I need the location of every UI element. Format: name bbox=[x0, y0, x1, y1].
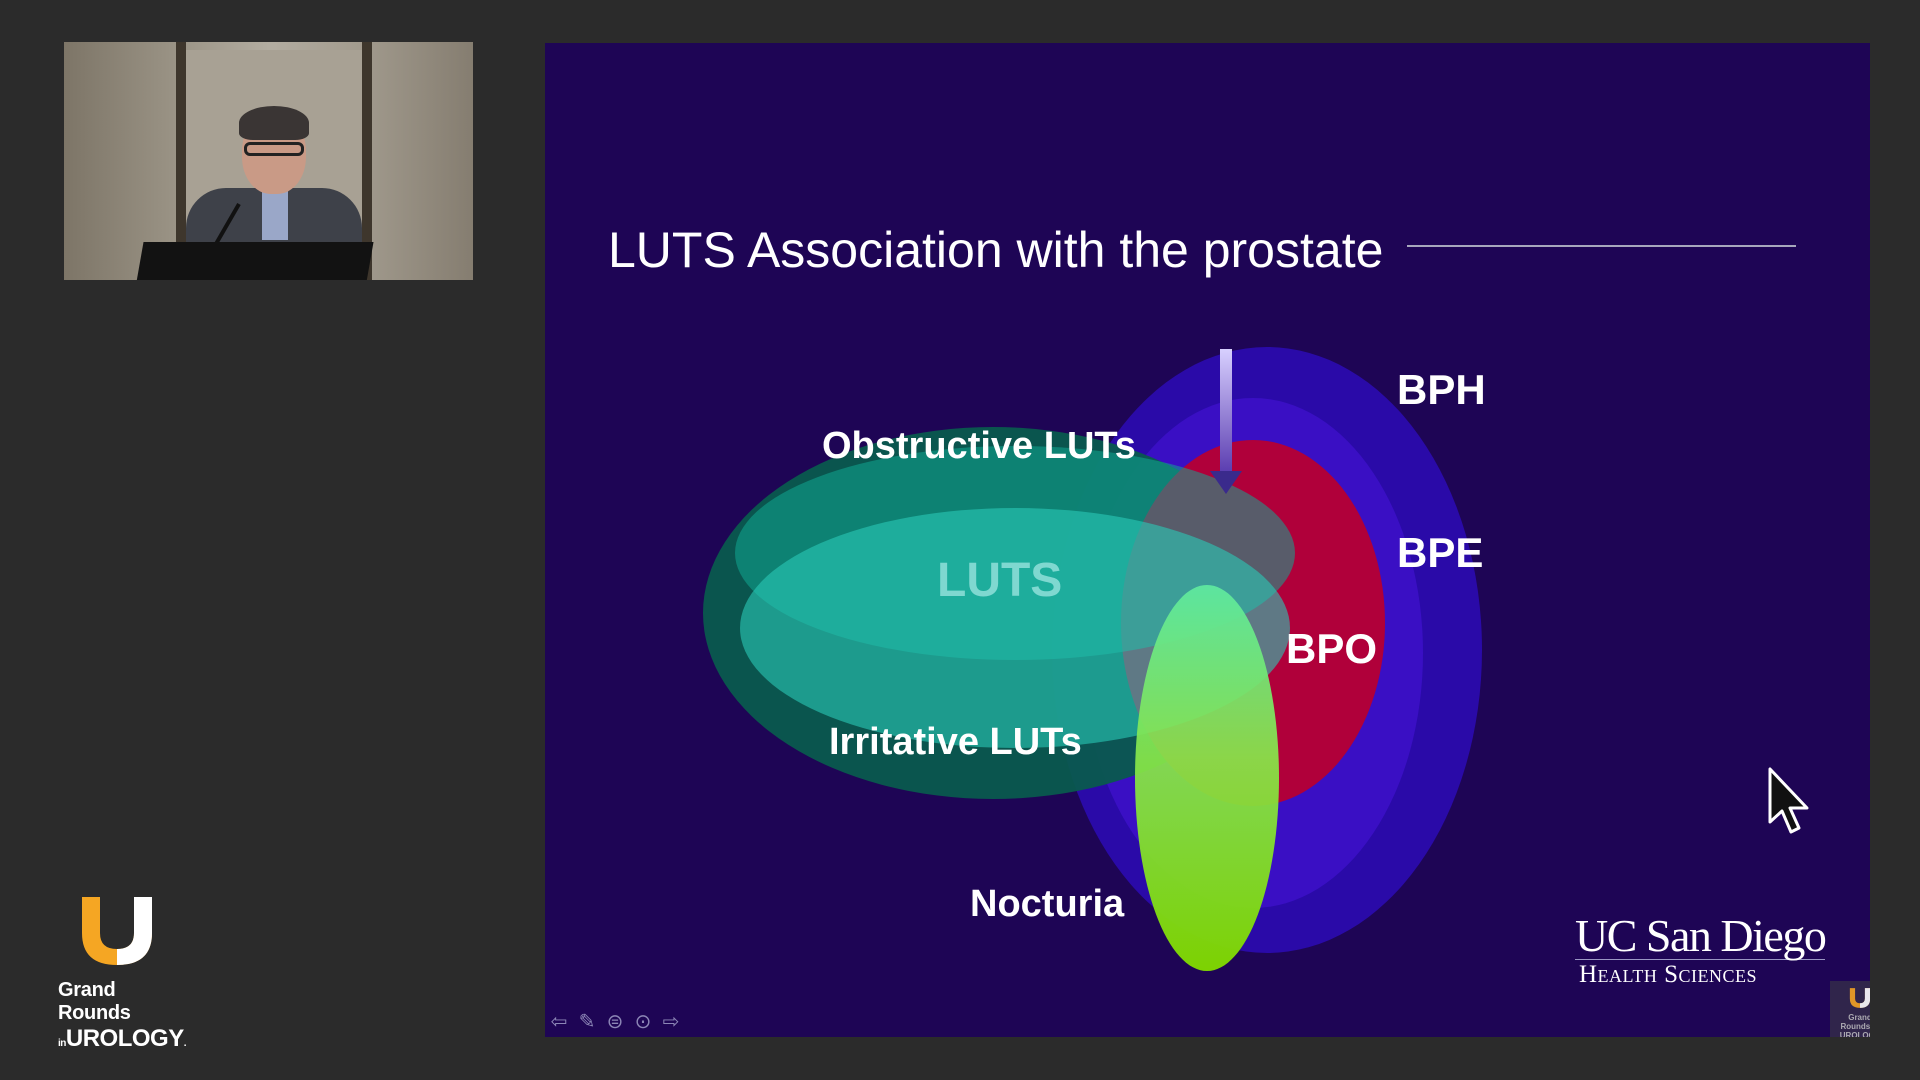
venn-diagram bbox=[703, 347, 1482, 971]
speaker-hair bbox=[239, 106, 309, 140]
brand-line1: Grand Rounds bbox=[58, 979, 131, 1024]
slide-nav-toolbar: ⇦ ✎ ⊜ ⊙ ⇨ bbox=[547, 1011, 683, 1033]
pen-icon[interactable]: ✎ bbox=[578, 1011, 596, 1033]
ucsd-division: Health Sciences bbox=[1575, 959, 1826, 990]
label-obstructive-luts: Obstructive LUTs bbox=[822, 425, 1136, 467]
label-nocturia: Nocturia bbox=[970, 883, 1125, 925]
label-irritative-luts: Irritative LUTs bbox=[829, 721, 1082, 763]
corner-logo: Grand Rounds in UROLOGY bbox=[1830, 981, 1870, 1037]
arrow-shaft bbox=[1220, 349, 1232, 473]
title-underline bbox=[1407, 245, 1796, 247]
label-bpe: BPE bbox=[1397, 529, 1484, 576]
next-arrow-icon[interactable]: ⇨ bbox=[662, 1011, 680, 1033]
corner-u-logo-icon bbox=[1849, 988, 1870, 1008]
speaker-video bbox=[64, 42, 473, 280]
more-icon[interactable]: ⊙ bbox=[634, 1011, 652, 1033]
speaker-shirt bbox=[262, 190, 288, 240]
u-logo-icon bbox=[82, 897, 152, 965]
video-door-frame-left bbox=[176, 42, 186, 280]
prev-arrow-icon[interactable]: ⇦ bbox=[550, 1011, 568, 1033]
label-bph: BPH bbox=[1397, 366, 1486, 413]
podium bbox=[136, 242, 374, 280]
speaker-glasses bbox=[244, 142, 304, 156]
video-door-frame-right bbox=[362, 42, 372, 280]
slide-title: LUTS Association with the prostate bbox=[608, 222, 1384, 278]
label-luts: LUTS bbox=[937, 554, 1063, 607]
arrow-head bbox=[1210, 471, 1242, 494]
brand-line2: inUROLOGY. bbox=[58, 1025, 187, 1052]
presentation-slide: LUTS Association with the prostate Obstr… bbox=[545, 43, 1870, 1037]
corner-logo-text: Grand Rounds in UROLOGY bbox=[1839, 1013, 1870, 1037]
menu-icon[interactable]: ⊜ bbox=[606, 1011, 624, 1033]
label-bpo: BPO bbox=[1286, 625, 1378, 672]
nocturia-ellipse bbox=[1135, 585, 1279, 971]
grand-rounds-logo: Grand Rounds inUROLOGY. bbox=[58, 893, 188, 1053]
ucsd-logo: UC San Diego Health Sciences bbox=[1575, 910, 1827, 990]
mouse-cursor-icon bbox=[1768, 767, 1809, 834]
ucsd-name: UC San Diego bbox=[1575, 910, 1827, 961]
